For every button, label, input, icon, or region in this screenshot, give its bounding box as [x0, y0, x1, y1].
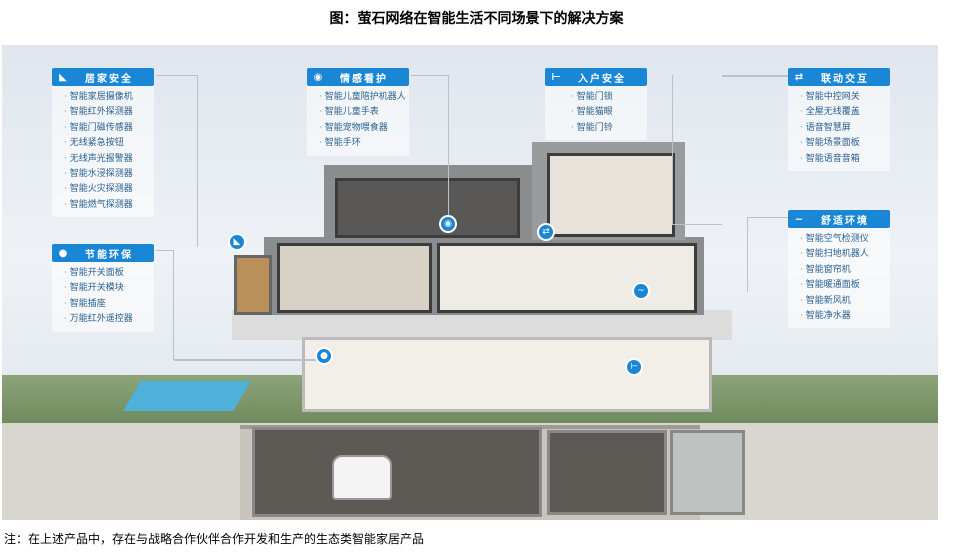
list-item: 智能水浸探测器 — [64, 167, 154, 182]
door-lock-marker-icon: ⊢ — [625, 358, 643, 376]
list-item: 智能新风机 — [800, 294, 890, 309]
list-item: 万能红外遥控器 — [64, 312, 154, 327]
ground-floor — [302, 337, 712, 412]
connector — [747, 217, 790, 292]
list-item: 智能猫眼 — [571, 105, 647, 120]
list-item: 智能语音音箱 — [800, 152, 890, 167]
panel-comfortable-environment: ~舒适环境 智能空气检测仪 智能扫地机器人 智能窗帘机 智能暖通面板 智能新风机… — [788, 210, 890, 329]
panel-entry-security: ⊢入户安全 智能门锁 智能猫眼 智能门铃 — [545, 68, 647, 141]
camera-icon: ◣ — [59, 71, 67, 83]
connector — [156, 250, 174, 360]
list-item: 智能手环 — [319, 136, 409, 151]
door-lock-icon: ⊢ — [551, 71, 561, 83]
wind-marker-icon: ~ — [632, 282, 650, 300]
list-item: 智能家居摄像机 — [64, 90, 154, 105]
footnote: 注：在上述产品中，存在与战略合作伙伴合作开发和生产的生态类智能家居产品 — [4, 532, 425, 546]
garage — [252, 427, 542, 517]
connector — [722, 75, 790, 77]
ground-floor-slab — [232, 310, 732, 340]
panel-linkage-interaction: ⇄联动交互 智能中控网关 全屋无线覆盖 语音智慧屏 智能场景面板 智能语音音箱 — [788, 68, 890, 172]
list-item: 全屋无线覆盖 — [800, 105, 890, 120]
sync-icon: ⇄ — [794, 71, 804, 83]
connector — [411, 75, 449, 220]
list-item: 语音智慧屏 — [800, 121, 890, 136]
connector — [156, 75, 198, 247]
entrance-room — [547, 153, 675, 237]
panel-home-security: ◣居家安全 智能家居摄像机 智能红外探测器 智能门磁传感器 无线紧急按钮 无线声… — [52, 68, 154, 218]
drop-icon: ● — [58, 247, 68, 259]
smart-home-illustration: ◣ ◉ ⇄ ~ ● ⊢ — [2, 45, 938, 520]
pool — [123, 381, 251, 411]
eye-marker-icon: ◉ — [439, 215, 457, 233]
drop-marker-icon: ● — [315, 347, 333, 365]
list-item: 智能燃气探测器 — [64, 198, 154, 213]
figure-title: 图：萤石网络在智能生活不同场景下的解决方案 — [329, 11, 624, 27]
list-item: 智能火灾探测器 — [64, 182, 154, 197]
list-item: 智能门磁传感器 — [64, 121, 154, 136]
list-item: 智能空气检测仪 — [800, 232, 890, 247]
list-item: 智能门铃 — [571, 121, 647, 136]
list-item: 智能儿童手表 — [319, 105, 409, 120]
list-item: 无线声光报警器 — [64, 152, 154, 167]
list-item: 智能场景面板 — [800, 136, 890, 151]
list-item: 智能窗帘机 — [800, 263, 890, 278]
list-item: 智能宠物喂食器 — [319, 121, 409, 136]
study — [335, 178, 520, 238]
list-item: 智能中控网关 — [800, 90, 890, 105]
game-room — [670, 430, 745, 515]
list-item: 智能暖通面板 — [800, 278, 890, 293]
bedroom — [277, 243, 432, 313]
list-item: 智能开关模块 — [64, 281, 154, 296]
car — [332, 455, 392, 500]
camera-marker-icon: ◣ — [228, 233, 246, 251]
list-item: 智能插座 — [64, 297, 154, 312]
living-room — [437, 243, 697, 313]
cinema-room — [547, 430, 667, 515]
eye-icon: ◉ — [313, 71, 323, 83]
list-item: 智能儿童陪护机器人 — [319, 90, 409, 105]
list-item: 无线紧急按钮 — [64, 136, 154, 151]
list-item: 智能开关面板 — [64, 266, 154, 281]
panel-energy-saving: ●节能环保 智能开关面板 智能开关模块 智能插座 万能红外遥控器 — [52, 244, 154, 332]
sync-marker-icon: ⇄ — [537, 223, 555, 241]
list-item: 智能扫地机器人 — [800, 247, 890, 262]
balcony — [234, 255, 272, 315]
connector — [174, 359, 324, 361]
wind-icon: ~ — [794, 213, 804, 225]
list-item: 智能净水器 — [800, 309, 890, 324]
list-item: 智能门锁 — [571, 90, 647, 105]
list-item: 智能红外探测器 — [64, 105, 154, 120]
connector — [672, 75, 722, 225]
panel-emotional-care: ◉情感看护 智能儿童陪护机器人 智能儿童手表 智能宠物喂食器 智能手环 — [307, 68, 409, 156]
